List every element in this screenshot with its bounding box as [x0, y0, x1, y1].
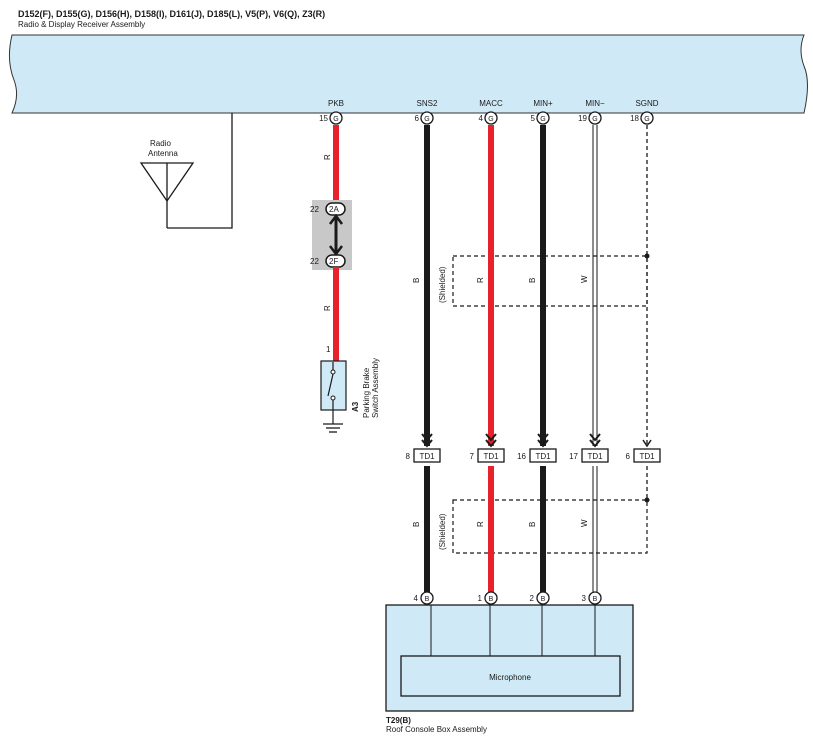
pkb-wire-color-lower: R [323, 305, 332, 311]
roof-pin-connector [536, 591, 550, 605]
receiver-pin-conn: G [644, 116, 649, 123]
receiver-pin-name: PKB [328, 99, 344, 108]
wire-color-lower: B [412, 522, 421, 527]
shield-box-upper: (Shielded) [438, 255, 648, 307]
microphone-block [400, 655, 621, 697]
wire-color-upper: B [528, 278, 537, 283]
connector-2a-pin: 22 [310, 205, 319, 214]
receiver-pin-connector [420, 111, 434, 125]
radio-antenna: Radio Antenna [139, 113, 233, 229]
antenna-label-line1: Radio [150, 139, 171, 148]
wire-color-lower: B [528, 522, 537, 527]
sgnd-wire [642, 125, 652, 503]
roof-pin-connector [484, 591, 498, 605]
roof-console-box: Microphone [385, 604, 634, 712]
ground-icon [323, 423, 343, 433]
receiver-pin-number: 18 [630, 114, 639, 123]
connector-2f-code: 2F [329, 257, 338, 266]
td1-connector-pin: 8 [406, 452, 411, 461]
td1-connector-box [633, 448, 661, 463]
shielded-label-lower: (Shielded) [438, 513, 447, 550]
parking-brake-switch: A3 Parking Brake Switch Assembly [320, 358, 380, 433]
parking-brake-name-line1: Parking Brake [362, 367, 371, 418]
td1-connector-box [581, 448, 609, 463]
td1-connector-pin: 6 [626, 452, 631, 461]
td1-connector-pin: 7 [470, 452, 475, 461]
receiver-pin-connector [640, 111, 654, 125]
td1-connector-pin: 17 [569, 452, 578, 461]
receiver-pin-conn: G [488, 116, 493, 123]
td1-connector-code: TD1 [587, 452, 603, 461]
receiver-pin-name: MIN+ [533, 99, 553, 108]
roof-pin-number: 4 [414, 594, 419, 603]
receiver-assembly-block [8, 34, 808, 114]
roof-console-code: T29(B) [386, 716, 411, 725]
wire-color-upper: R [476, 277, 485, 283]
roof-pin-conn: B [593, 596, 598, 603]
wire-color-upper: W [580, 275, 589, 283]
roof-pin-conn: B [489, 596, 494, 603]
td1-connector-code: TD1 [639, 452, 655, 461]
signal-wires: B B R R B B W W [412, 125, 601, 594]
receiver-pin-name: MIN− [585, 99, 605, 108]
td1-connector-box [529, 448, 557, 463]
parking-brake-name-line2: Switch Assembly [371, 358, 380, 418]
receiver-pin-conn: G [333, 116, 338, 123]
receiver-pin-conn: G [592, 116, 597, 123]
receiver-pin-name: SGND [635, 99, 658, 108]
shield-box-lower: (Shielded) [438, 499, 648, 554]
roof-pin-conn: B [541, 596, 546, 603]
antenna-label-line2: Antenna [148, 149, 178, 158]
wire-color-upper: B [412, 278, 421, 283]
receiver-pin-connector [536, 111, 550, 125]
receiver-pin-conn: G [424, 116, 429, 123]
receiver-assembly-name: Radio & Display Receiver Assembly [18, 20, 145, 29]
td1-connector-code: TD1 [483, 452, 499, 461]
pkb-wire: R 22 2A 22 2F R 1 [310, 125, 352, 362]
receiver-pin-number: 5 [531, 114, 536, 123]
receiver-pin-name: SNS2 [417, 99, 438, 108]
receiver-pin-number: 19 [578, 114, 587, 123]
td1-connector-box [413, 448, 441, 463]
roof-pin-number: 1 [478, 594, 483, 603]
wire-color-lower: W [580, 519, 589, 527]
receiver-pin-name: MACC [479, 99, 503, 108]
wire-color-lower: R [476, 521, 485, 527]
td1-connector-box [477, 448, 505, 463]
roof-console-name: Roof Console Box Assembly [386, 725, 487, 734]
receiver-pin-connector [484, 111, 498, 125]
microphone-label: Microphone [489, 673, 531, 682]
td1-connector-pin: 16 [517, 452, 526, 461]
td1-connector-code: TD1 [419, 452, 435, 461]
td1-connectors: TD1 8 TD1 7 TD1 16 TD1 17 TD1 6 [406, 448, 661, 463]
roof-pin-connector [420, 591, 434, 605]
shielded-label-upper: (Shielded) [438, 266, 447, 303]
receiver-pin-connector [588, 111, 602, 125]
receiver-pin-number: 4 [479, 114, 484, 123]
switch-pin-label: 1 [326, 345, 331, 354]
receiver-pin-connector [329, 111, 343, 125]
receiver-pin-number: 15 [319, 114, 328, 123]
pkb-wire-color-upper: R [323, 154, 332, 160]
roof-pin-number: 3 [582, 594, 587, 603]
roof-pin-connector [588, 591, 602, 605]
receiver-pin-conn: G [540, 116, 545, 123]
parking-brake-code: A3 [351, 401, 360, 412]
roof-pin-conn: B [425, 596, 430, 603]
connector-2f-pin: 22 [310, 257, 319, 266]
connector-2a-code: 2A [329, 205, 339, 214]
td1-connector-code: TD1 [535, 452, 551, 461]
receiver-pin-number: 6 [415, 114, 420, 123]
switch-contact-icon [327, 373, 334, 397]
roof-pin-number: 2 [530, 594, 535, 603]
receiver-codes: D152(F), D155(G), D156(H), D158(I), D161… [18, 9, 325, 19]
